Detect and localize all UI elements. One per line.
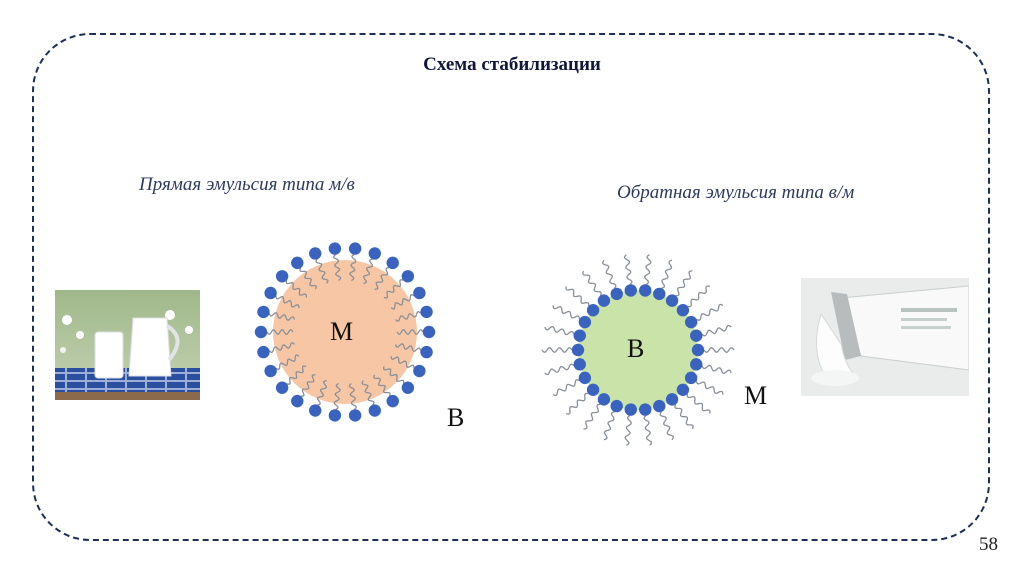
- surfactant-head: [666, 294, 678, 306]
- surfactant-head: [639, 284, 651, 296]
- surfactant-head: [587, 384, 599, 396]
- surfactant-tail: [584, 404, 601, 429]
- surfactant-head: [653, 400, 665, 412]
- surfactant-head: [264, 365, 276, 377]
- surfactant-tail: [696, 305, 723, 321]
- surfactant-head: [349, 242, 361, 254]
- surfactant-tail: [604, 412, 615, 440]
- surfactant-tail: [702, 326, 731, 336]
- surfactant-tail: [545, 364, 574, 374]
- milk-glass-and-jug-icon: [55, 290, 200, 400]
- surfactant-tail: [704, 348, 734, 352]
- surfactant-head: [402, 382, 414, 394]
- surfactant-head: [291, 395, 303, 407]
- surfactant-tail: [687, 394, 710, 414]
- direct-emulsion-subtitle: Прямая эмульсия типа м/в: [139, 174, 355, 196]
- right-inner-phase-label: В: [627, 334, 644, 364]
- surfactant-head: [420, 346, 432, 358]
- surfactant-tail: [625, 416, 631, 446]
- surfactant-head: [690, 329, 702, 341]
- surfactant-head: [574, 329, 586, 341]
- surfactant-head: [257, 306, 269, 318]
- surfactant-tail: [566, 393, 589, 414]
- surfactant-head: [611, 288, 623, 300]
- surfactant-tail: [660, 412, 673, 440]
- surfactant-head: [329, 409, 341, 421]
- surfactant-tail: [676, 271, 693, 296]
- surfactant-tail: [661, 260, 672, 288]
- reverse-emulsion-subtitle: Обратная эмульсия типа в/м: [617, 182, 854, 204]
- surfactant-tail: [603, 260, 616, 288]
- surfactant-head: [257, 346, 269, 358]
- surfactant-head: [369, 247, 381, 259]
- surfactant-head: [677, 384, 689, 396]
- surfactant-head: [587, 304, 599, 316]
- surfactant-head: [276, 270, 288, 282]
- surfactant-head: [264, 287, 276, 299]
- slide-title: Схема стабилизации: [0, 54, 1024, 76]
- left-inner-phase-label: М: [330, 317, 353, 347]
- surfactant-tail: [645, 255, 651, 285]
- surfactant-tail: [566, 286, 589, 306]
- surfactant-tail: [675, 404, 693, 429]
- surfactant-head: [579, 372, 591, 384]
- surfactant-tail: [702, 366, 731, 374]
- surfactant-head: [413, 365, 425, 377]
- surfactant-tail: [687, 286, 710, 307]
- left-outer-phase-label: В: [447, 403, 464, 433]
- surfactant-head: [666, 393, 678, 405]
- surfactant-head: [329, 242, 341, 254]
- surfactant-tail: [553, 380, 580, 396]
- surfactant-tail: [545, 327, 574, 335]
- surfactant-head: [255, 326, 267, 338]
- surfactant-head: [413, 287, 425, 299]
- right-outer-phase-label: М: [744, 381, 767, 411]
- surfactant-head: [402, 270, 414, 282]
- surfactant-head: [420, 306, 432, 318]
- surfactant-head: [598, 294, 610, 306]
- surfactant-head: [574, 358, 586, 370]
- surfactant-head: [349, 409, 361, 421]
- surfactant-head: [423, 326, 435, 338]
- surfactant-head: [685, 372, 697, 384]
- surfactant-tail: [583, 271, 601, 296]
- surfactant-head: [690, 358, 702, 370]
- surfactant-tail: [696, 381, 723, 395]
- surfactant-head: [387, 257, 399, 269]
- surfactant-head: [291, 257, 303, 269]
- surfactant-head: [677, 304, 689, 316]
- surfactant-head: [309, 404, 321, 416]
- surfactant-head: [625, 284, 637, 296]
- surfactant-head: [387, 395, 399, 407]
- surfactant-tail: [542, 348, 572, 352]
- surfactant-head: [639, 403, 651, 415]
- surfactant-tail: [644, 416, 651, 446]
- surfactant-head: [685, 316, 697, 328]
- surfactant-head: [625, 403, 637, 415]
- surfactant-head: [611, 400, 623, 412]
- surfactant-head: [653, 288, 665, 300]
- surfactant-head: [276, 382, 288, 394]
- surfactant-head: [579, 316, 591, 328]
- surfactant-tail: [625, 255, 632, 285]
- surfactant-tail: [553, 305, 580, 319]
- surfactant-head: [572, 344, 584, 356]
- surfactant-head: [692, 344, 704, 356]
- surfactant-head: [598, 393, 610, 405]
- surfactant-head: [369, 404, 381, 416]
- page-number: 58: [979, 534, 998, 556]
- cream-tube-icon: [801, 278, 969, 396]
- surfactant-head: [309, 247, 321, 259]
